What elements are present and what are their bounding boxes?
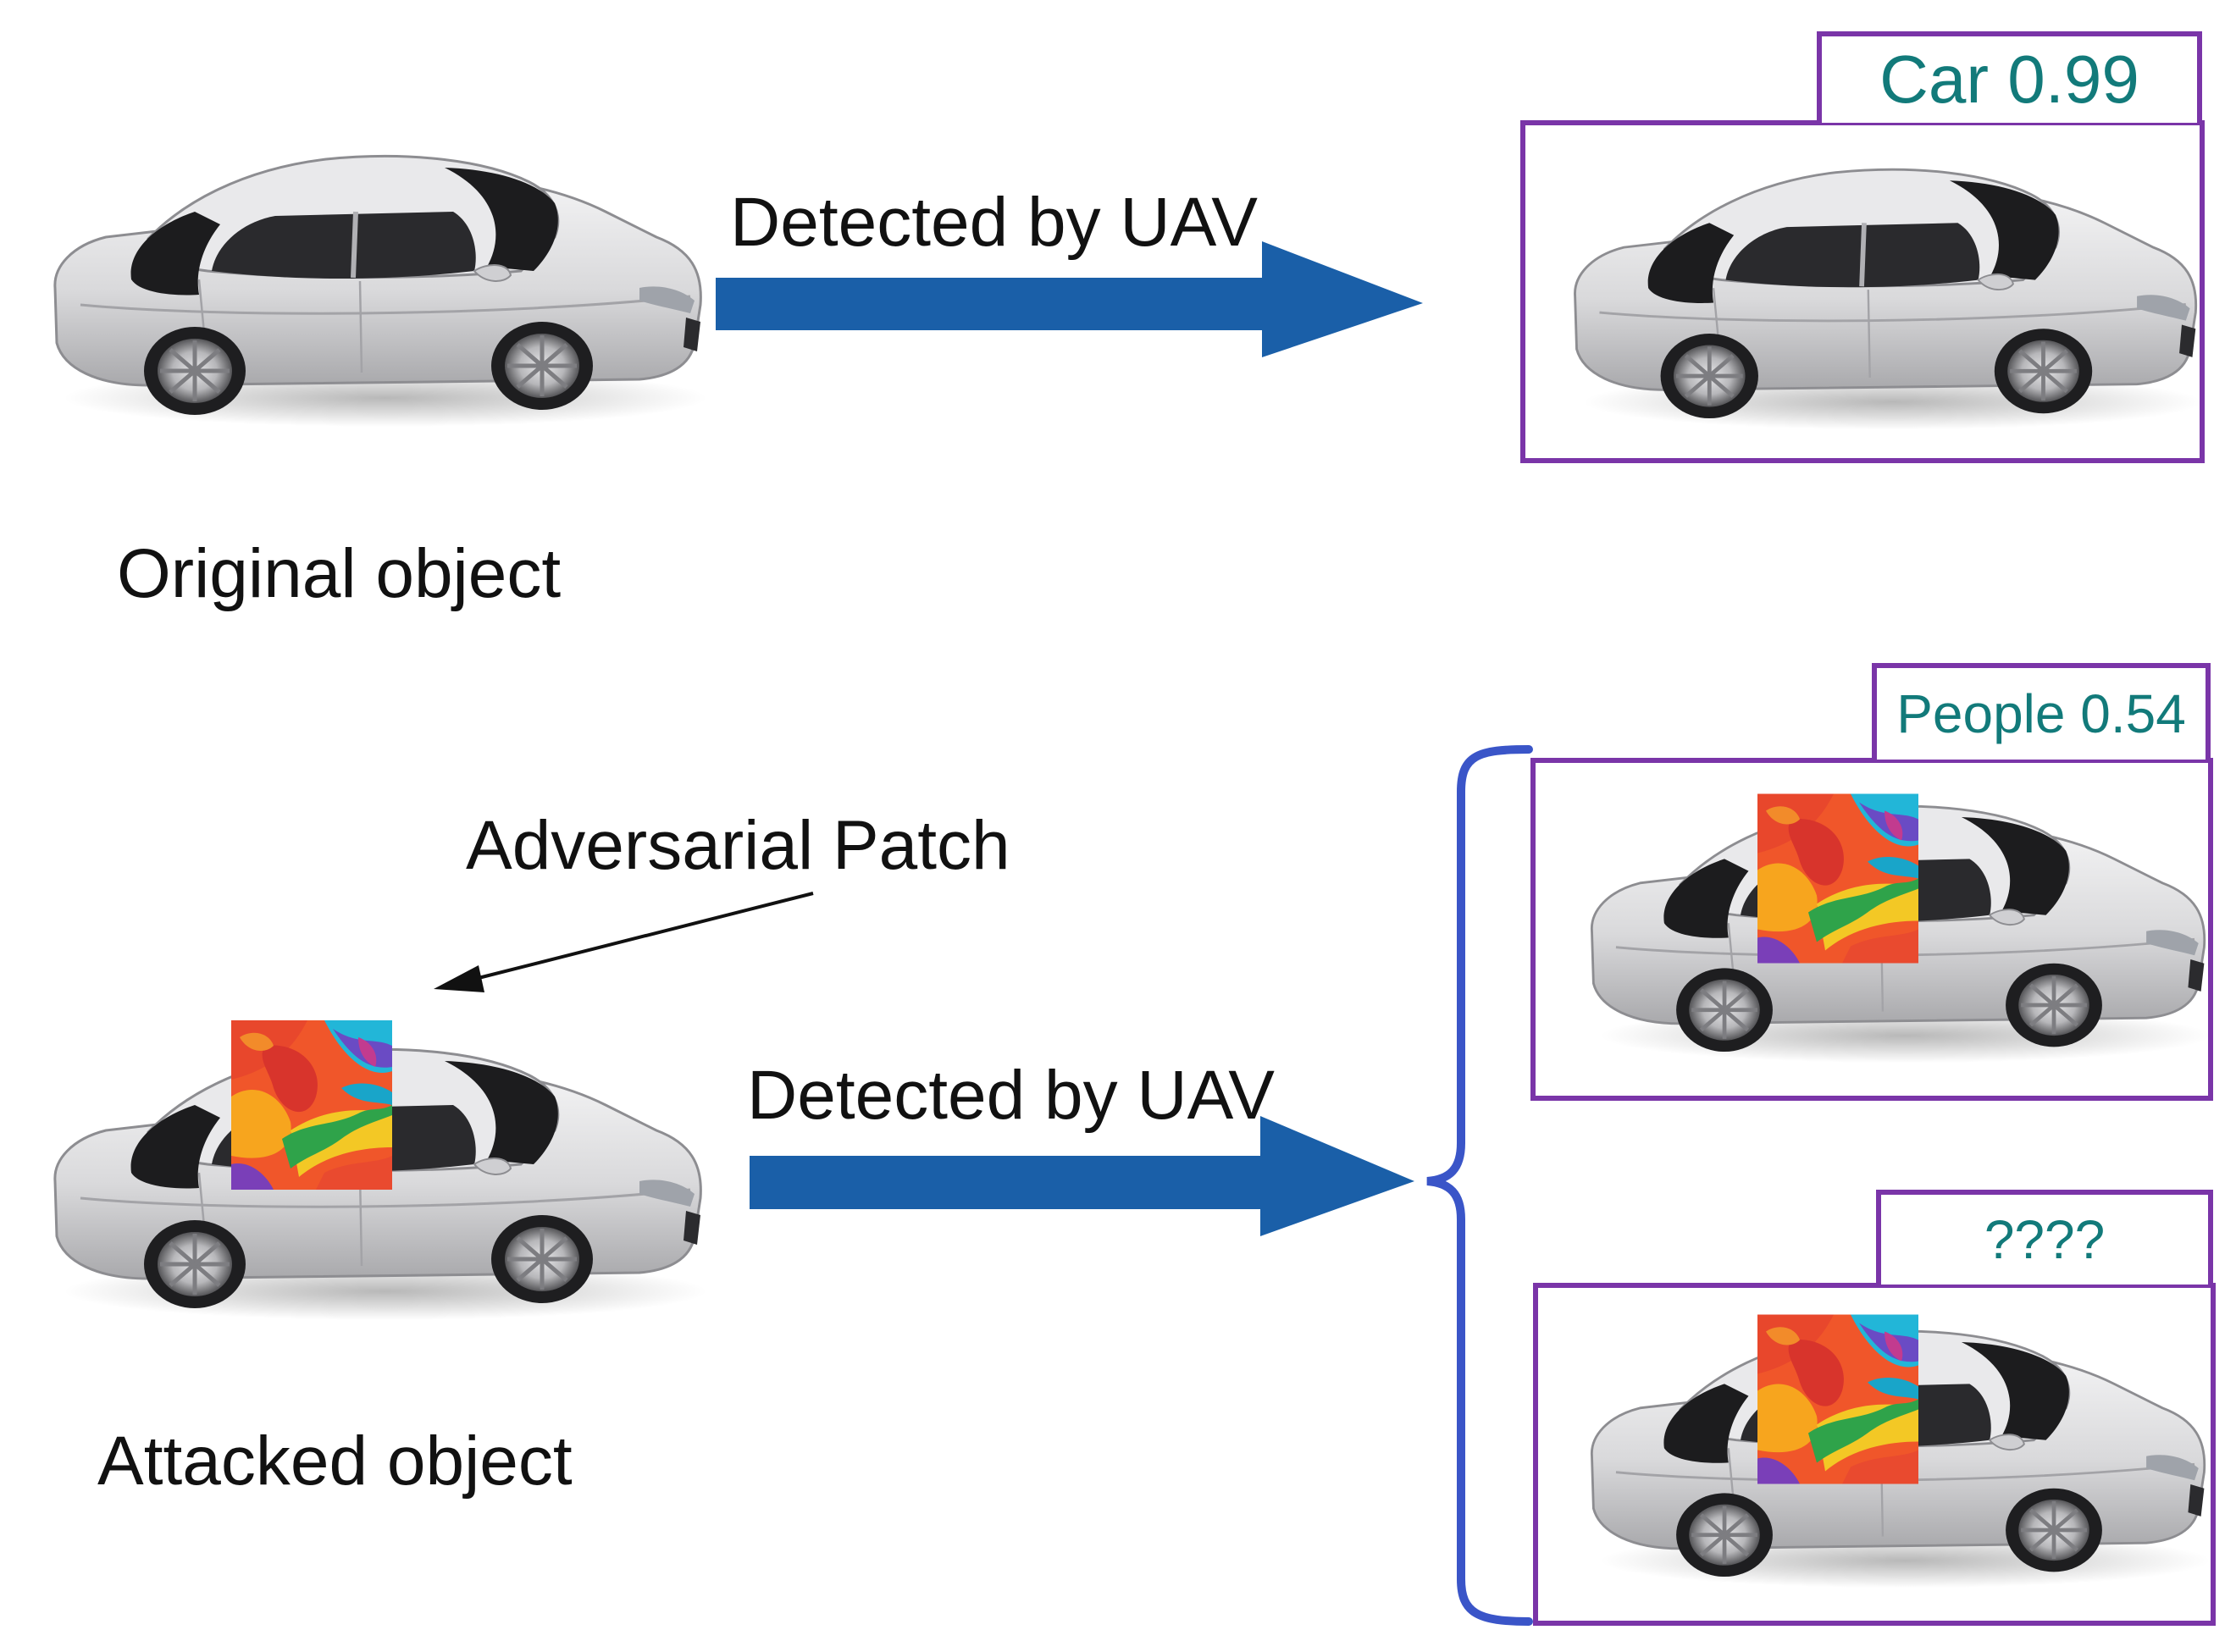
detection-tag-unknown: ???? [1876, 1190, 2213, 1285]
adversarial-patch-icon [231, 1020, 392, 1190]
attacked-object-label: Attacked object [97, 1423, 573, 1500]
patch-pointer-arrow [478, 892, 814, 980]
curly-brace-icon [1426, 745, 1533, 1626]
adversarial-patch-label: Adversarial Patch [466, 807, 1010, 884]
bottom-arrow-label: Detected by UAV [747, 1057, 1275, 1134]
detection-bbox-people [1530, 758, 2213, 1101]
car-icon [55, 156, 707, 427]
detection-label-people: People 0.54 [1896, 683, 2186, 744]
detection-label-car: Car 0.99 [1879, 41, 2139, 117]
right-arrow-icon [750, 1116, 1414, 1236]
detection-tag-car: Car 0.99 [1817, 31, 2202, 123]
original-object-label: Original object [117, 535, 562, 612]
patch-pointer-arrowhead [434, 965, 484, 992]
detection-bbox-car [1520, 120, 2205, 463]
detection-tag-people: People 0.54 [1872, 663, 2211, 760]
detection-bbox-unknown [1533, 1283, 2216, 1626]
detection-label-unknown: ???? [1984, 1209, 2106, 1270]
right-arrow-icon [716, 241, 1423, 357]
top-arrow-label: Detected by UAV [730, 184, 1258, 261]
